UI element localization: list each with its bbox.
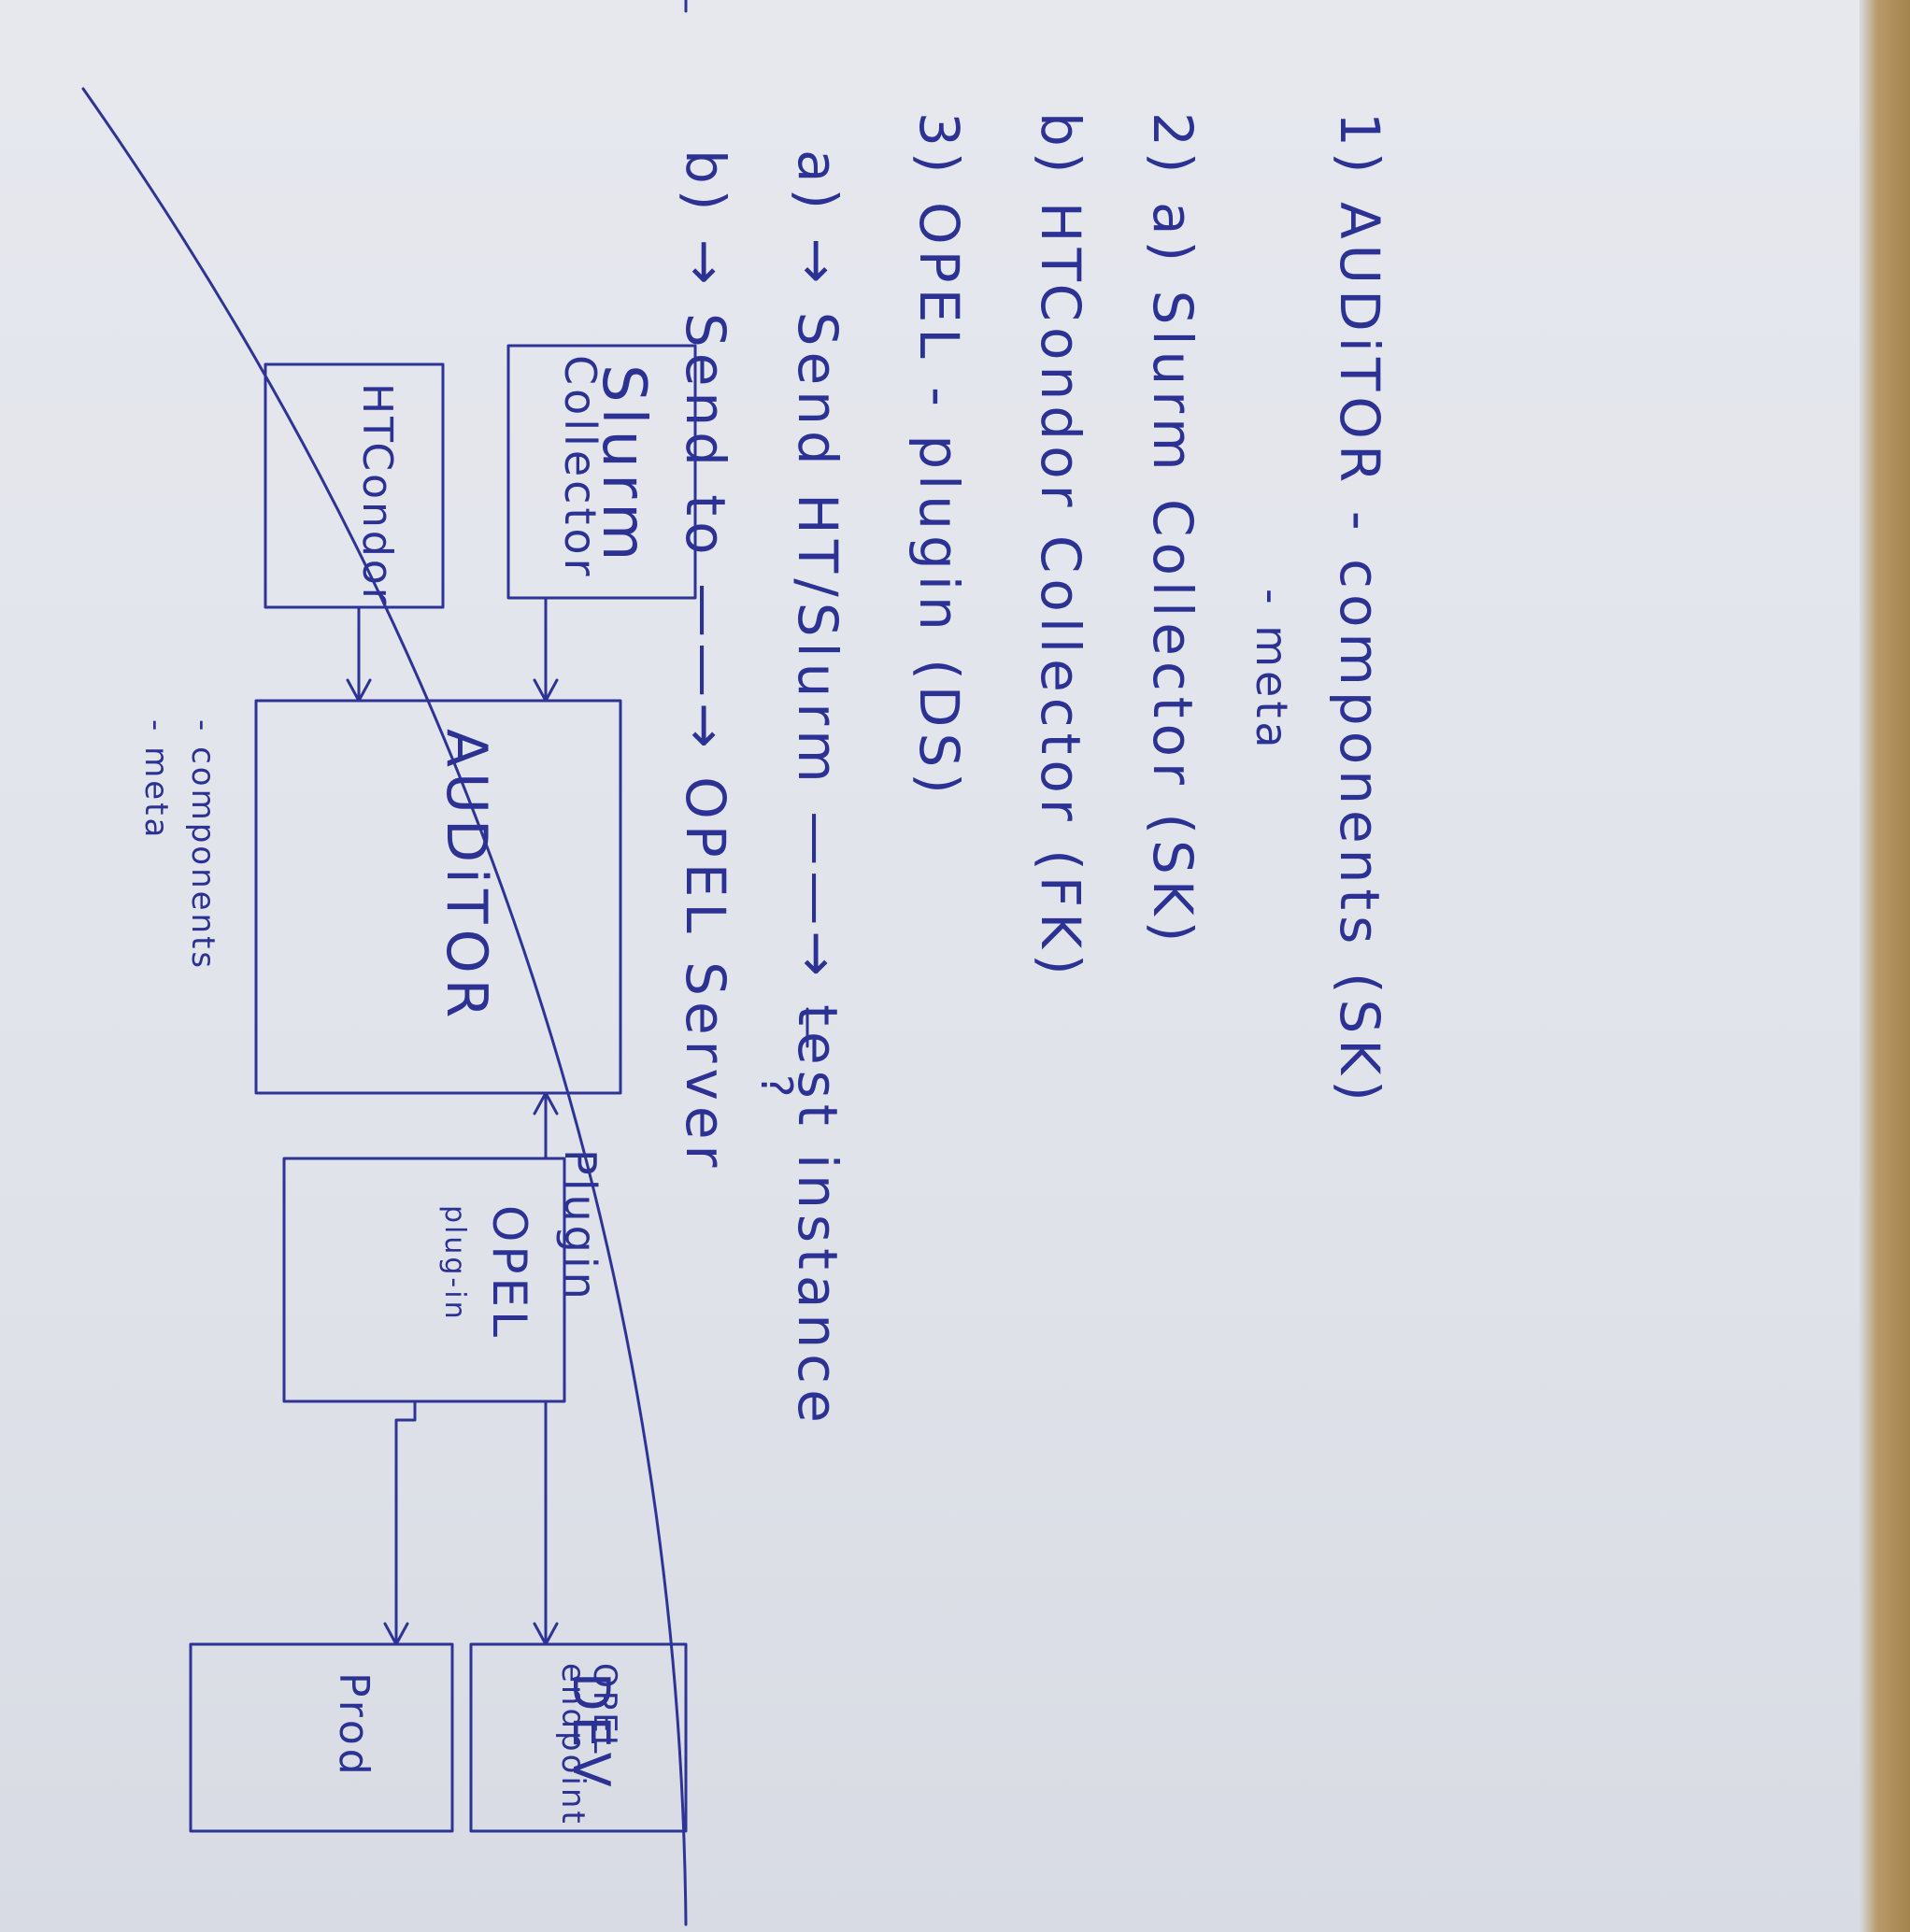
opel-plugin-box <box>282 1157 566 1403</box>
desk-edge <box>1860 0 1910 1932</box>
auditor-note-meta: - meta <box>137 719 175 841</box>
arrowhead-slurm-auditor <box>533 678 559 703</box>
arrowhead-plugin-prod <box>383 1622 409 1646</box>
arrowhead-plugin-auditor <box>533 1091 559 1115</box>
opel-plugin-sublabel: plug-in <box>438 1205 471 1322</box>
opel-plugin-label: OPEL <box>482 1205 536 1341</box>
slurm-box <box>506 344 697 600</box>
prod-box <box>189 1642 454 1833</box>
arrowhead-plugin-dev <box>533 1622 559 1646</box>
htcondor-box-label: HTCondor <box>353 383 401 607</box>
dev-box-label: DEV <box>562 1672 620 1792</box>
auditor-note-components: - components <box>184 719 221 972</box>
auditor-box <box>254 699 622 1095</box>
dev-box <box>469 1642 688 1833</box>
slurm-box-label: Slurm <box>589 364 658 567</box>
prod-box-label: Prod <box>330 1672 378 1779</box>
htcondor-box <box>264 362 445 609</box>
arrowhead-htcondor-auditor <box>346 678 372 703</box>
arrow-plugin-prod <box>394 1399 417 1646</box>
top-divider-line <box>81 87 688 1926</box>
auditor-box-label: AUDiTOR <box>434 729 499 1024</box>
